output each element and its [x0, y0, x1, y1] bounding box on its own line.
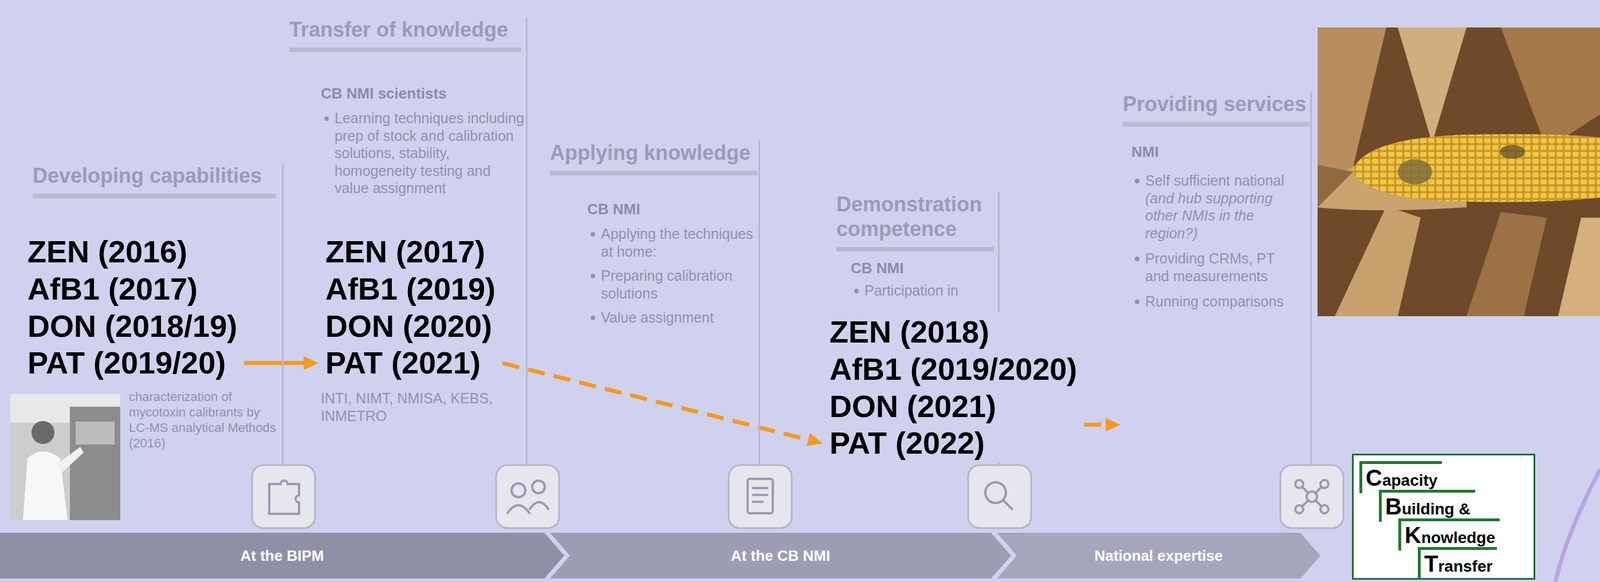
flow-arrow — [244, 356, 319, 371]
year-entry: ZEN (2016) — [27, 233, 238, 271]
band-fill — [0, 532, 565, 579]
arrow-line — [502, 363, 813, 442]
year-entry: AfB1 (2019) — [325, 270, 496, 308]
stage-band: At the BIPM — [0, 532, 565, 579]
band-label: At the BIPM — [240, 547, 325, 565]
stage-icon — [1280, 465, 1344, 529]
bullet-text: Preparing calibration solutions — [587, 266, 754, 302]
year-entry: DON (2018/19) — [27, 307, 238, 345]
maize-photo — [1317, 27, 1600, 317]
stage-heading: Demonstration competence — [836, 191, 994, 252]
year-list: ZEN (2016)AfB1 (2017)DON (2018/19)PAT (2… — [22, 232, 242, 383]
logo-box: CapacityBuilding &KnowledgeTransfer — [1351, 453, 1536, 580]
year-entry: PAT (2022) — [829, 424, 1077, 462]
year-list: ZEN (2017)AfB1 (2019)DON (2020)PAT (2021… — [320, 232, 501, 383]
stage-band: At the CB NMI — [549, 532, 1012, 579]
stage-icon — [252, 465, 316, 529]
stage-band: National expertise — [996, 532, 1321, 579]
stage-subheading: CB NMI — [850, 259, 994, 278]
band-fill — [549, 532, 1012, 579]
bullet-text: Value assignment — [587, 308, 754, 327]
stage-heading: Developing capabilities — [32, 163, 277, 199]
year-entry: DON (2020) — [325, 307, 496, 345]
stage-heading: Transfer of knowledge — [289, 17, 522, 53]
bullet-text: Applying the techniques at home: — [587, 225, 754, 261]
year-entry: PAT (2021) — [325, 344, 496, 382]
band-fill — [996, 532, 1321, 579]
band-label: National expertise — [1094, 547, 1224, 565]
stage-icon — [496, 465, 560, 529]
year-list: ZEN (2018)AfB1 (2019/2020)DON (2021)PAT … — [824, 312, 1082, 463]
year-entry: ZEN (2018) — [829, 313, 1077, 351]
stage-subheading: NMI — [1131, 143, 1292, 161]
year-entry: DON (2021) — [829, 387, 1077, 426]
flow-arrow — [1083, 417, 1121, 432]
bullet-text: Learning techniques including prep of st… — [320, 109, 525, 198]
stage-icon — [968, 465, 1032, 529]
logo-text: Capacity — [1359, 461, 1442, 494]
stage-heading: Providing services — [1122, 91, 1310, 127]
bullet-text: Running comparisons — [1131, 292, 1298, 311]
year-entry: ZEN (2017) — [325, 233, 496, 271]
stage-column: Applying knowledge CB NMI Applying the tec… — [549, 140, 761, 466]
bullet-text: Self sufficient national — [1145, 171, 1298, 190]
band-label: At the CB NMI — [730, 547, 831, 565]
year-entry: AfB1 (2019/2020) — [829, 350, 1077, 388]
logo-text: Building & — [1378, 489, 1476, 522]
arrow-head — [806, 433, 823, 447]
arrow-head — [1105, 417, 1121, 432]
logo-text: Transfer — [1417, 547, 1497, 580]
stage-subheading: CB NMI — [587, 200, 754, 219]
year-entry: PAT (2019/20) — [27, 344, 238, 382]
bullet-item: Self sufficient national(and hub support… — [1131, 171, 1298, 242]
stage-icon — [728, 465, 792, 529]
stage-column: Providing servicesNMI Self sufficient nat… — [1122, 91, 1312, 466]
arrow-head — [303, 356, 319, 371]
stage-heading: Applying knowledge — [549, 140, 758, 176]
bullet-text: (and hub supporting other NMIs in the re… — [1145, 189, 1298, 243]
stage-note: characterization of mycotoxin calibrants… — [128, 389, 281, 451]
stage-note: INTI, NIMT, NMISA, KEBS, INMETRO — [320, 389, 525, 425]
bullet-text: Providing CRMs, PT and measurements — [1131, 249, 1298, 285]
year-entry: AfB1 (2017) — [27, 270, 238, 308]
lab-photo — [10, 394, 121, 521]
stage-subheading: CB NMI scientists — [320, 84, 525, 103]
bullet-text: Participation in — [850, 281, 994, 300]
arrow-line — [244, 360, 309, 365]
corner-arc — [1555, 469, 1600, 582]
logo-text: Knowledge — [1398, 518, 1500, 551]
flow-arrow — [502, 363, 823, 447]
